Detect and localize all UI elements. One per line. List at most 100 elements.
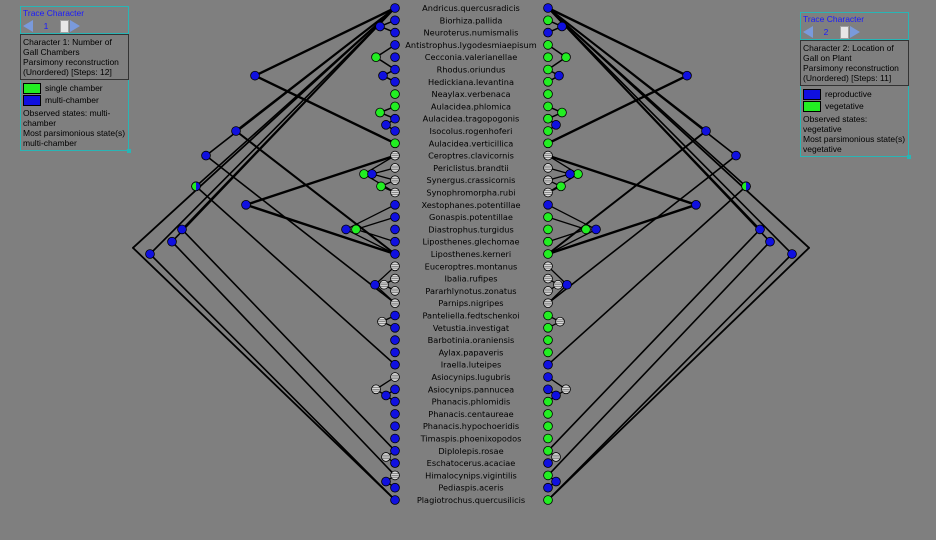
left-internal-node bbox=[177, 224, 187, 235]
right-tip-node bbox=[543, 310, 553, 321]
right-previous-character-icon[interactable] bbox=[803, 26, 813, 38]
left-branch-19-b bbox=[235, 130, 396, 255]
left-internal-node bbox=[167, 236, 177, 247]
right-mp-line1: Most parsimonious state(s) bbox=[803, 134, 906, 144]
right-internal-node bbox=[562, 279, 572, 290]
left-internal-node bbox=[145, 249, 155, 259]
right-tip-node bbox=[543, 64, 553, 75]
right-trace-header: Trace Character 2 bbox=[800, 12, 909, 40]
right-internal-node bbox=[581, 224, 591, 235]
right-branch-21-b bbox=[547, 185, 747, 366]
left-legend-row-1: single chamber bbox=[23, 82, 126, 94]
left-tip-node bbox=[390, 482, 400, 493]
left-internal-node bbox=[231, 126, 241, 136]
left-tip-node bbox=[390, 27, 400, 38]
taxon-label: Eschatocerus.acaciae bbox=[427, 458, 516, 468]
right-tip-node bbox=[543, 101, 553, 112]
taxon-label: Aulacidea.tragopogonis bbox=[423, 114, 520, 124]
left-tip-node bbox=[390, 433, 400, 444]
right-internal-node bbox=[561, 52, 571, 62]
left-tip-node bbox=[390, 113, 400, 124]
right-tip-node bbox=[543, 421, 553, 432]
left-internal-node bbox=[381, 120, 391, 130]
right-tip-node bbox=[543, 482, 553, 493]
left-branch-23-a bbox=[171, 7, 396, 243]
right-internal-node bbox=[556, 181, 566, 192]
right-legend: reproductive vegetative Observed states:… bbox=[800, 86, 909, 157]
right-tip-node bbox=[543, 224, 553, 235]
left-tip-node bbox=[390, 212, 400, 222]
right-next-character-icon[interactable] bbox=[850, 26, 860, 38]
taxon-label: Parnips.nigripes bbox=[438, 298, 503, 308]
right-internal-node bbox=[591, 224, 601, 235]
taxon-label: Barbotinia.oraniensis bbox=[428, 335, 515, 345]
left-character-slider[interactable] bbox=[60, 19, 69, 33]
left-root-stem-top bbox=[132, 7, 396, 249]
left-legend: single chamber multi-chamber Observed st… bbox=[20, 80, 129, 151]
left-branch-24-a bbox=[149, 7, 396, 255]
left-trace-panel: Trace Character 1 Character 1: Number of… bbox=[20, 6, 131, 153]
right-trace-panel: Trace Character 2 Character 2: Location … bbox=[800, 12, 911, 159]
right-tip-node bbox=[543, 359, 553, 370]
right-trace-title: Trace Character bbox=[803, 14, 865, 24]
left-observed-line1: Observed states: multi- bbox=[23, 108, 111, 118]
left-previous-character-icon[interactable] bbox=[23, 20, 33, 32]
right-tip-node bbox=[543, 322, 553, 333]
right-internal-node bbox=[557, 21, 567, 32]
right-tip-node bbox=[543, 249, 553, 259]
multi-chamber-swatch bbox=[23, 94, 41, 106]
right-branch-19-b bbox=[547, 130, 707, 255]
left-character-number[interactable]: 1 bbox=[43, 20, 49, 31]
taxon-label: Diastrophus.turgidus bbox=[428, 224, 513, 234]
right-character-number[interactable]: 2 bbox=[823, 26, 829, 37]
right-legend-row-1: reproductive bbox=[803, 88, 906, 100]
left-char-line4: (Unordered) [Steps: 12] bbox=[23, 67, 112, 77]
right-tip-node bbox=[543, 470, 553, 481]
left-trace-nav: 1 bbox=[21, 19, 128, 33]
left-tip-node bbox=[390, 458, 400, 468]
right-character-slider[interactable] bbox=[840, 25, 849, 39]
right-internal-node bbox=[551, 390, 561, 401]
left-panel-resize-handle[interactable] bbox=[127, 149, 131, 153]
taxon-label: Neuroterus.numismalis bbox=[424, 28, 519, 38]
left-observed-line2: chamber bbox=[23, 118, 57, 128]
taxon-label: Gonaspis.potentillae bbox=[429, 212, 513, 222]
right-panel-resize-handle[interactable] bbox=[907, 155, 911, 159]
left-internal-node bbox=[375, 21, 385, 32]
left-tip-node bbox=[390, 15, 400, 26]
taxon-label: Panteliella.fedtschenkoi bbox=[422, 311, 519, 321]
right-internal-node bbox=[557, 107, 567, 118]
left-next-character-icon[interactable] bbox=[70, 20, 80, 32]
right-tip-node bbox=[543, 372, 553, 382]
right-tip-node bbox=[543, 384, 553, 395]
left-tip-node bbox=[390, 126, 400, 136]
left-tip-node bbox=[390, 335, 400, 345]
left-internal-node-half bbox=[196, 181, 201, 191]
left-internal-node bbox=[371, 52, 381, 62]
right-internal-node bbox=[765, 236, 775, 247]
left-internal-node bbox=[250, 70, 260, 81]
taxon-label: Pararhlynotus.zonatus bbox=[425, 286, 516, 296]
right-internal-node bbox=[701, 126, 711, 136]
right-legend-row-2: vegetative bbox=[803, 100, 906, 112]
left-tip-node bbox=[390, 3, 400, 13]
right-tip-node bbox=[543, 27, 553, 38]
right-tip-node bbox=[543, 138, 553, 149]
right-character-info: Character 2: Location of Gall on Plant P… bbox=[800, 40, 909, 86]
right-internal-node bbox=[691, 200, 701, 210]
vegetative-swatch bbox=[803, 100, 821, 112]
right-internal-node bbox=[551, 476, 561, 487]
right-branch-22-b bbox=[547, 228, 761, 452]
taxon-label: Timaspis.phoenixopodos bbox=[420, 434, 522, 444]
right-internal-node bbox=[551, 120, 561, 130]
taxon-label: Biorhiza.pallida bbox=[440, 15, 503, 25]
taxon-label: Vetustia.investigat bbox=[433, 323, 510, 333]
left-mp-line2: multi-chamber bbox=[23, 138, 77, 148]
left-tip-node bbox=[390, 421, 400, 432]
left-tip-node bbox=[390, 249, 400, 259]
right-tip-node bbox=[543, 458, 553, 468]
right-internal-node bbox=[573, 169, 583, 179]
taxon-label: Iraella.luteipes bbox=[441, 360, 502, 370]
right-root-stem-bottom bbox=[547, 246, 810, 501]
